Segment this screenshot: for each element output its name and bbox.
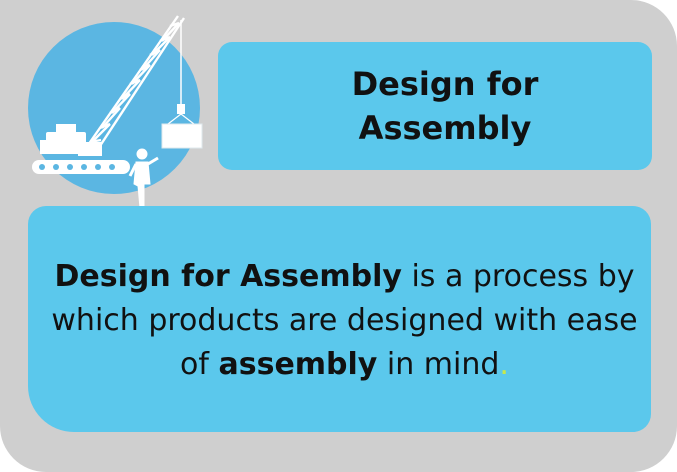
worker-figure xyxy=(128,148,159,209)
description-rest-2: in mind xyxy=(377,347,500,382)
title-line-2: Assembly xyxy=(358,109,532,147)
description-term: Design for Assembly xyxy=(54,259,402,294)
description-rest-1: is a process by which products are desig… xyxy=(51,259,638,382)
crane-construction-icon xyxy=(18,12,218,212)
crane-track-wheels xyxy=(39,126,115,170)
crane-boom xyxy=(85,15,186,153)
title-box: Design for Assembly xyxy=(218,42,652,170)
crane-hook xyxy=(177,104,185,114)
description-text: Design for Assembly is a process by whic… xyxy=(45,255,645,387)
description-keyword: assembly xyxy=(218,347,378,382)
description-period: . xyxy=(499,347,509,382)
title-heading: Design for Assembly xyxy=(315,62,575,150)
description-box: Design for Assembly is a process by whic… xyxy=(28,206,651,432)
crane-load xyxy=(161,123,203,149)
title-line-1: Design for xyxy=(351,65,539,103)
